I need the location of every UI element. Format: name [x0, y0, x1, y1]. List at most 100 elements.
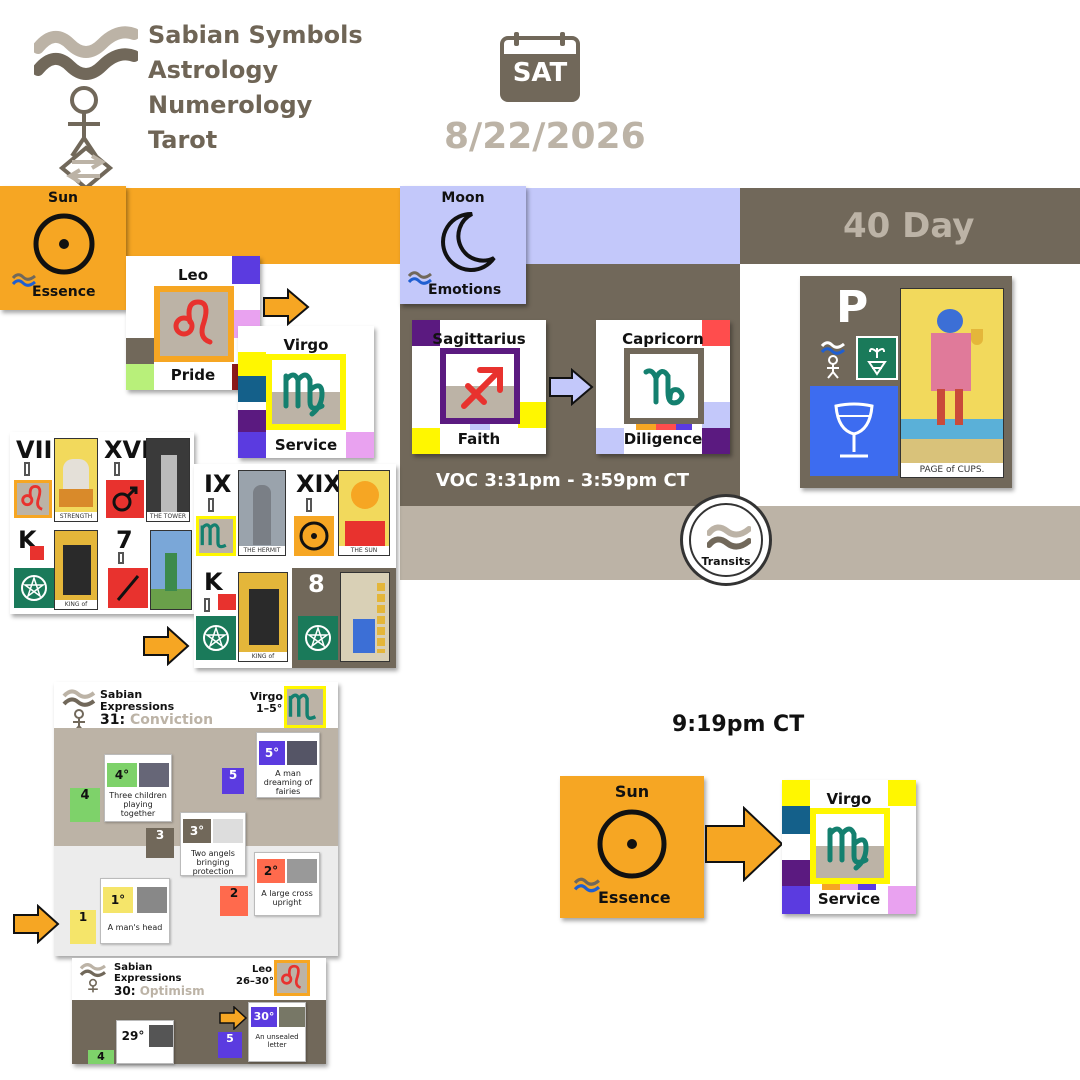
- voc-text: VOC 3:31pm - 3:59pm CT: [436, 470, 689, 491]
- degree-num-badge: 2: [220, 886, 248, 916]
- sabian-card-text: Three children playing together: [109, 791, 167, 818]
- moon-subtitle: Emotions: [428, 282, 502, 298]
- sabian-mini-icon: [408, 271, 432, 285]
- sabian-range: 1–5°: [256, 702, 283, 715]
- sun-tarot-card: THE SUN: [338, 470, 390, 556]
- page-of-cups-caption: PAGE of CUPS.: [901, 463, 1003, 477]
- ingress-virgo-tile: Virgo Service: [782, 780, 916, 914]
- sabian-card: 3° Two angels bringing protection: [180, 812, 246, 876]
- ingress-sun-subtitle: Essence: [598, 888, 671, 907]
- date: 8/22/2026: [444, 116, 646, 157]
- water-element-icon: [856, 336, 898, 380]
- header-titles: Sabian Symbols Astrology Numerology Taro…: [148, 18, 363, 158]
- virgo-sign-label: Virgo: [283, 336, 329, 354]
- pentacle-icon: [196, 616, 236, 660]
- sabian-number: 31:: [100, 712, 126, 728]
- sabian-keyword: Optimism: [139, 984, 205, 998]
- transits-label: Transits: [701, 555, 751, 568]
- wand-icon: [108, 568, 148, 608]
- sabian-mini-icon: [62, 689, 96, 733]
- forty-day-card: P PAGE of CUPS.: [800, 276, 1012, 488]
- tarot-numeral: IX: [204, 470, 232, 498]
- sun-mini-icon: [294, 516, 334, 556]
- tarot-numeral: XVI: [104, 436, 151, 464]
- weekday: SAT: [512, 58, 568, 88]
- sagittarius-tile: Sagittarius Faith: [412, 320, 546, 454]
- cup-icon: [810, 386, 898, 476]
- virgo-keyword: Service: [274, 436, 338, 454]
- degree-num-badge: 5: [218, 1032, 242, 1058]
- degree-num-badge: 4: [88, 1050, 114, 1064]
- degree-label: 5°: [259, 741, 285, 765]
- calendar-icon: SAT: [500, 32, 580, 102]
- tarot-grid-right: IX THE HERMIT XIX THE SUN K KING of PENT…: [194, 464, 396, 668]
- virgo-mini-icon: [284, 686, 326, 728]
- pentacle-icon: [298, 616, 338, 660]
- degree-label: 3°: [183, 819, 211, 843]
- degree-label: 4°: [107, 763, 137, 787]
- header-line-4: Tarot: [148, 126, 218, 154]
- tower-card: THE TOWER: [146, 438, 190, 522]
- capricorn-glyph-icon: [643, 368, 685, 406]
- tarot-grid-left: VIII STRENGTH XVI THE TOWER K KING of PE…: [10, 432, 194, 614]
- forty-day-label: 40 Day: [843, 206, 975, 246]
- degree-num-badge: 1: [70, 910, 96, 944]
- degree-label: 29°: [119, 1025, 147, 1047]
- sabian-card: 29°: [116, 1020, 174, 1064]
- capricorn-sign-label: Capricorn: [622, 330, 704, 348]
- moon-symbol-icon: [441, 211, 496, 272]
- sabian-virgo-panel: Sabian Expressions 31: Conviction Virgo …: [54, 682, 338, 956]
- sabian-card: 1° A man's head: [100, 878, 170, 944]
- sabian-header-line1: Sabian: [100, 688, 143, 701]
- king-of-pentacles-card: KING of PENTACLES: [238, 572, 288, 662]
- sabian-card: 5° A man dreaming of fairies: [256, 732, 320, 798]
- sabian-card-text: A man dreaming of fairies: [263, 769, 313, 796]
- sabian-header-line2: Expressions: [100, 700, 175, 713]
- pentacle-icon: [14, 568, 54, 608]
- ingress-virgo-sign: Virgo: [826, 790, 872, 808]
- sabian-mini-icon: [574, 877, 600, 893]
- sabian-mini-icon: [79, 963, 106, 993]
- seven-of-wands-card: [150, 530, 192, 610]
- moon-title: Moon: [441, 190, 485, 206]
- sabian-card: 2° A large cross upright: [254, 852, 320, 916]
- arrow-right-icon: [263, 288, 310, 326]
- leo-tile: Leo Pride: [126, 256, 260, 390]
- moon-band: [526, 188, 740, 264]
- degree-label: 1°: [103, 887, 133, 913]
- sabian-leo-panel: Sabian Expressions 30: Optimism Leo 26–3…: [72, 958, 326, 1064]
- sun-symbol-icon: [33, 213, 95, 275]
- moon-card: Moon Emotions: [400, 186, 526, 304]
- sabian-logo-icon: [34, 26, 138, 190]
- sun-card: Sun Essence: [0, 186, 126, 310]
- leo-glyph-icon: [173, 299, 213, 345]
- sabian-theme: 31: Conviction: [100, 712, 213, 728]
- ingress-sun-title: Sun: [614, 782, 650, 801]
- ingress-time: 9:19pm CT: [672, 712, 805, 737]
- sun-subtitle: Essence: [32, 284, 96, 300]
- sabian-number: 30:: [114, 984, 136, 998]
- sabian-card-text: An unsealed letter: [255, 1033, 299, 1049]
- sabian-card-text: A man's head: [107, 923, 163, 932]
- sagittarius-sign-label: Sagittarius: [432, 330, 526, 348]
- sabian-range: 26–30°: [236, 976, 274, 987]
- eight-of-pentacles-card: [340, 572, 390, 662]
- virgo-glyph-icon: [283, 372, 325, 417]
- strength-card: STRENGTH: [54, 438, 98, 522]
- tarot-numeral: K: [204, 568, 223, 596]
- sun-title: Sun: [47, 190, 79, 206]
- degree-num-badge: 4: [70, 788, 100, 822]
- leo-mini-icon: [274, 960, 310, 996]
- degree-label: 2°: [257, 859, 285, 883]
- fire-element-icon: [218, 594, 236, 610]
- mars-icon: [106, 480, 144, 518]
- ingress-sun-card: Sun Essence: [560, 776, 704, 918]
- king-of-pentacles-card: KING of PENTACLES: [54, 530, 98, 610]
- capricorn-tile: Capricorn Diligence: [596, 320, 730, 454]
- virgo-mini-icon: [196, 516, 236, 556]
- sabian-card-text: A large cross upright: [261, 889, 313, 907]
- sabian-card: 30° An unsealed letter: [248, 1002, 306, 1062]
- header-line-3: Numerology: [148, 91, 313, 119]
- sabian-header-line2: Expressions: [114, 973, 182, 984]
- sabian-header-line1: Sabian: [114, 962, 153, 973]
